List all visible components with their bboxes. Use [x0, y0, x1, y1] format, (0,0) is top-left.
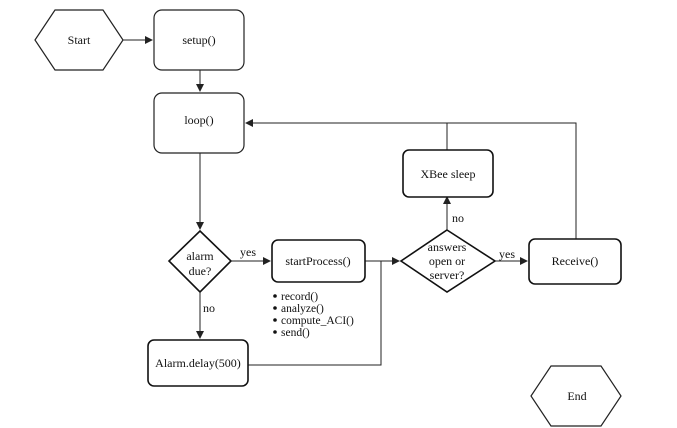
alarm-due-decision: alarm due?	[167, 229, 233, 294]
xbee-sleep-node: XBee sleep	[402, 149, 494, 198]
edge-delay-to-answers	[248, 261, 382, 366]
edge-label-answers-yes: yes	[499, 247, 515, 261]
process-step-label: record()	[281, 291, 318, 303]
setup-label: setup()	[182, 33, 215, 47]
receive-label: Receive()	[552, 254, 599, 268]
answers-label-line3: server?	[430, 268, 465, 282]
end-label: End	[567, 389, 586, 403]
edge-label-alarm-no: no	[203, 301, 215, 315]
answers-label-line2: open or	[429, 254, 465, 268]
xbee-sleep-label: XBee sleep	[421, 167, 476, 181]
setup-node: setup()	[153, 9, 245, 71]
process-step-item: compute_ACI()	[273, 315, 354, 327]
answers-decision: answers open or server?	[399, 229, 497, 293]
process-step-item: analyze()	[273, 303, 324, 315]
alarm-due-label-line1: alarm	[186, 249, 214, 263]
edge-receive-to-loop	[245, 119, 577, 239]
process-step-item: record()	[273, 291, 318, 303]
process-steps-list: record() analyze() compute_ACI() send()	[273, 291, 354, 339]
bullet-icon	[273, 306, 277, 310]
start-label: Start	[68, 33, 91, 47]
bullet-icon	[273, 318, 277, 322]
edge-label-answers-no: no	[452, 211, 464, 225]
process-step-label: analyze()	[281, 303, 324, 315]
edge-label-alarm-yes: yes	[240, 245, 256, 259]
alarm-delay-node: Alarm.delay(500)	[147, 339, 249, 387]
end-node: End	[530, 365, 622, 427]
process-step-label: send()	[281, 327, 310, 339]
alarm-due-label-line2: due?	[189, 264, 212, 278]
loop-node: loop()	[153, 92, 245, 154]
answers-label-line1: answers	[428, 240, 467, 254]
receive-node: Receive()	[528, 238, 622, 285]
bullet-icon	[273, 294, 277, 298]
bullet-icon	[273, 330, 277, 334]
edge-labels: yes no yes no	[203, 211, 515, 315]
start-process-node: startProcess()	[271, 239, 366, 283]
start-node: Start	[34, 9, 124, 71]
process-step-item: send()	[273, 327, 310, 339]
start-process-label: startProcess()	[285, 254, 350, 268]
alarm-delay-label: Alarm.delay(500)	[155, 356, 241, 370]
loop-label: loop()	[184, 113, 213, 127]
edges	[123, 36, 577, 366]
process-step-label: compute_ACI()	[281, 315, 354, 327]
